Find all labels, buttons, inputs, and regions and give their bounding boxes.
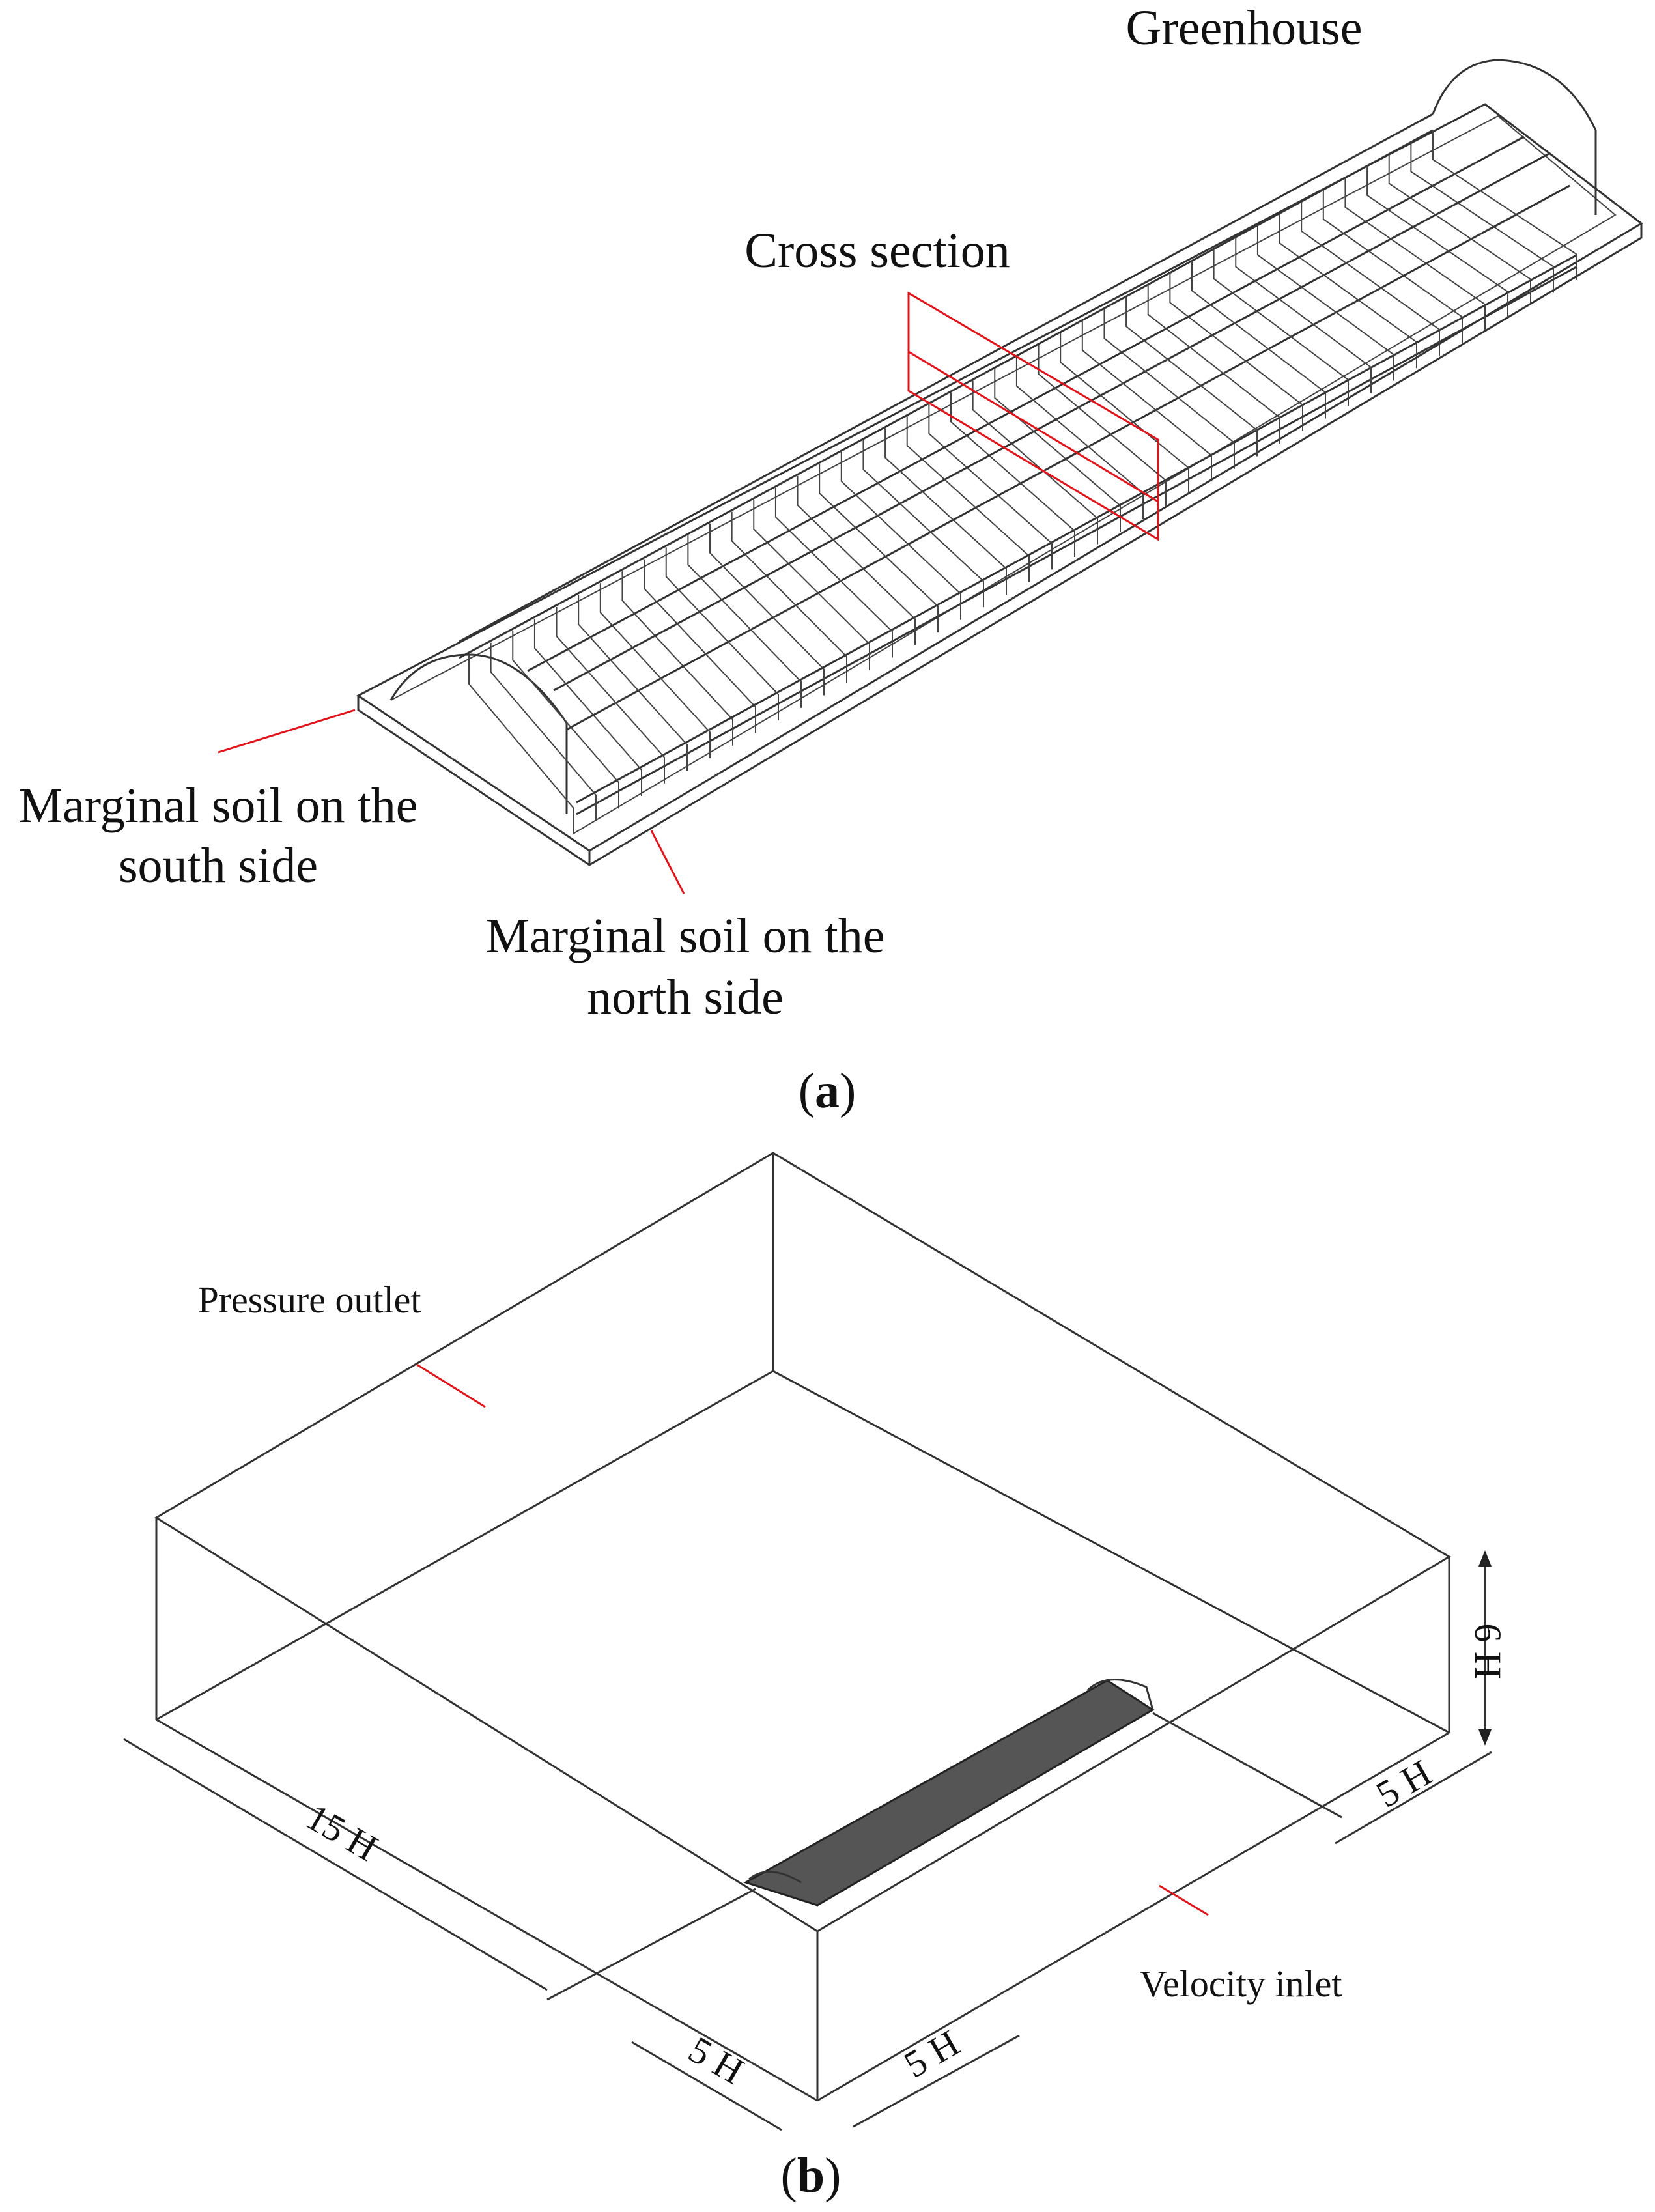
ridge-line: [527, 135, 1525, 672]
panel-a-caption: (a): [799, 1064, 856, 1118]
rib-partition: [1366, 165, 1508, 318]
rib-partition: [906, 416, 1030, 582]
rib-partition: [928, 404, 1053, 570]
rib-partition: [1191, 261, 1326, 419]
dim-front-left-line: [631, 2041, 782, 2131]
rib-partition: [687, 535, 802, 708]
pressure-outlet-leader: [416, 1363, 486, 1408]
rib-partition: [950, 392, 1075, 557]
north-end-arch: [1432, 59, 1597, 215]
rib-partition: [1410, 142, 1554, 293]
south-end-arch: [389, 653, 568, 814]
south-soil-label-2: south side: [119, 838, 318, 893]
dim-height-label: 6 H: [1467, 1623, 1509, 1679]
greenhouse-small: [743, 1679, 1155, 1907]
greenhouse-footprint: [390, 115, 1617, 834]
rib-partition: [1388, 154, 1531, 305]
rib-partition: [884, 428, 1007, 595]
panel-b-domain-box: [123, 1152, 1492, 2131]
rib-partition: [1038, 345, 1167, 507]
rib-partition: [512, 631, 619, 809]
velocity-inlet-label: Velocity inlet: [1140, 1963, 1342, 2005]
north-soil-label-2: north side: [587, 970, 784, 1025]
north-soil-leader: [650, 830, 685, 894]
rib-partition: [533, 619, 642, 797]
north-soil-label-1: Marginal soil on the: [486, 909, 885, 963]
south-soil-label-1: Marginal soil on the: [19, 778, 418, 833]
rib-partition: [599, 583, 711, 759]
rib-partition: [1060, 333, 1189, 494]
dim-left-long-label: 15 H: [299, 1795, 385, 1869]
rib-partition: [1103, 309, 1235, 469]
rib-partition: [1081, 320, 1212, 482]
rib-partition: [797, 475, 916, 645]
panel-b-caption: (b): [781, 2148, 842, 2203]
rib-partition: [1344, 178, 1486, 331]
rib-partition: [774, 487, 893, 658]
rib-partition: [1015, 356, 1144, 520]
dim-left-long-line: [123, 1738, 548, 1991]
rib-partition: [1279, 214, 1417, 369]
rib-partition: [840, 451, 961, 620]
rib-partition: [1322, 190, 1463, 343]
rib-partition: [1432, 130, 1577, 280]
back-wall-rail: [459, 113, 1434, 643]
dim-front-right-label: 5 H: [897, 2022, 966, 2086]
rib-partition: [862, 440, 984, 608]
panel-a-greenhouse-model: [218, 59, 1643, 894]
dim-front-left-label: 5 H: [682, 2028, 751, 2093]
rib-partition: [753, 500, 870, 670]
soil-base-edge: [357, 223, 1643, 866]
rib-partition: [731, 511, 847, 683]
rib-partition: [819, 464, 939, 632]
greenhouse-ribs: [468, 130, 1577, 834]
pressure-outlet-label: Pressure outlet: [197, 1279, 421, 1321]
rib-partition: [644, 559, 756, 733]
soil-base-top: [356, 103, 1643, 852]
dim-front-right-line: [853, 2034, 1020, 2128]
rib-partition: [665, 547, 779, 721]
rib-partition: [1301, 201, 1440, 356]
rib-partition: [1125, 297, 1258, 457]
rib-partition: [556, 606, 665, 784]
rib-partition: [1256, 225, 1394, 381]
rib-partition: [1169, 273, 1303, 431]
rib-partition: [578, 595, 688, 771]
rib-partition: [972, 380, 1098, 545]
rib-partition: [994, 368, 1121, 532]
rib-partition: [1235, 237, 1372, 393]
dim-right-line: [1335, 1751, 1492, 1845]
rib-partition: [1213, 249, 1349, 406]
greenhouse-label: Greenhouse: [1126, 1, 1363, 55]
rib-partition: [490, 642, 597, 821]
velocity-inlet-leader: [1159, 1884, 1209, 1916]
rib-partition: [709, 523, 825, 696]
cross-section-plane: [907, 291, 1159, 541]
rib-partition: [621, 571, 733, 746]
dim-right-label: 5 H: [1369, 1751, 1438, 1816]
rib-partition: [1147, 285, 1280, 444]
rib-partition: [468, 655, 574, 834]
cross-section-label: Cross section: [744, 223, 1010, 278]
south-soil-leader: [218, 709, 356, 754]
